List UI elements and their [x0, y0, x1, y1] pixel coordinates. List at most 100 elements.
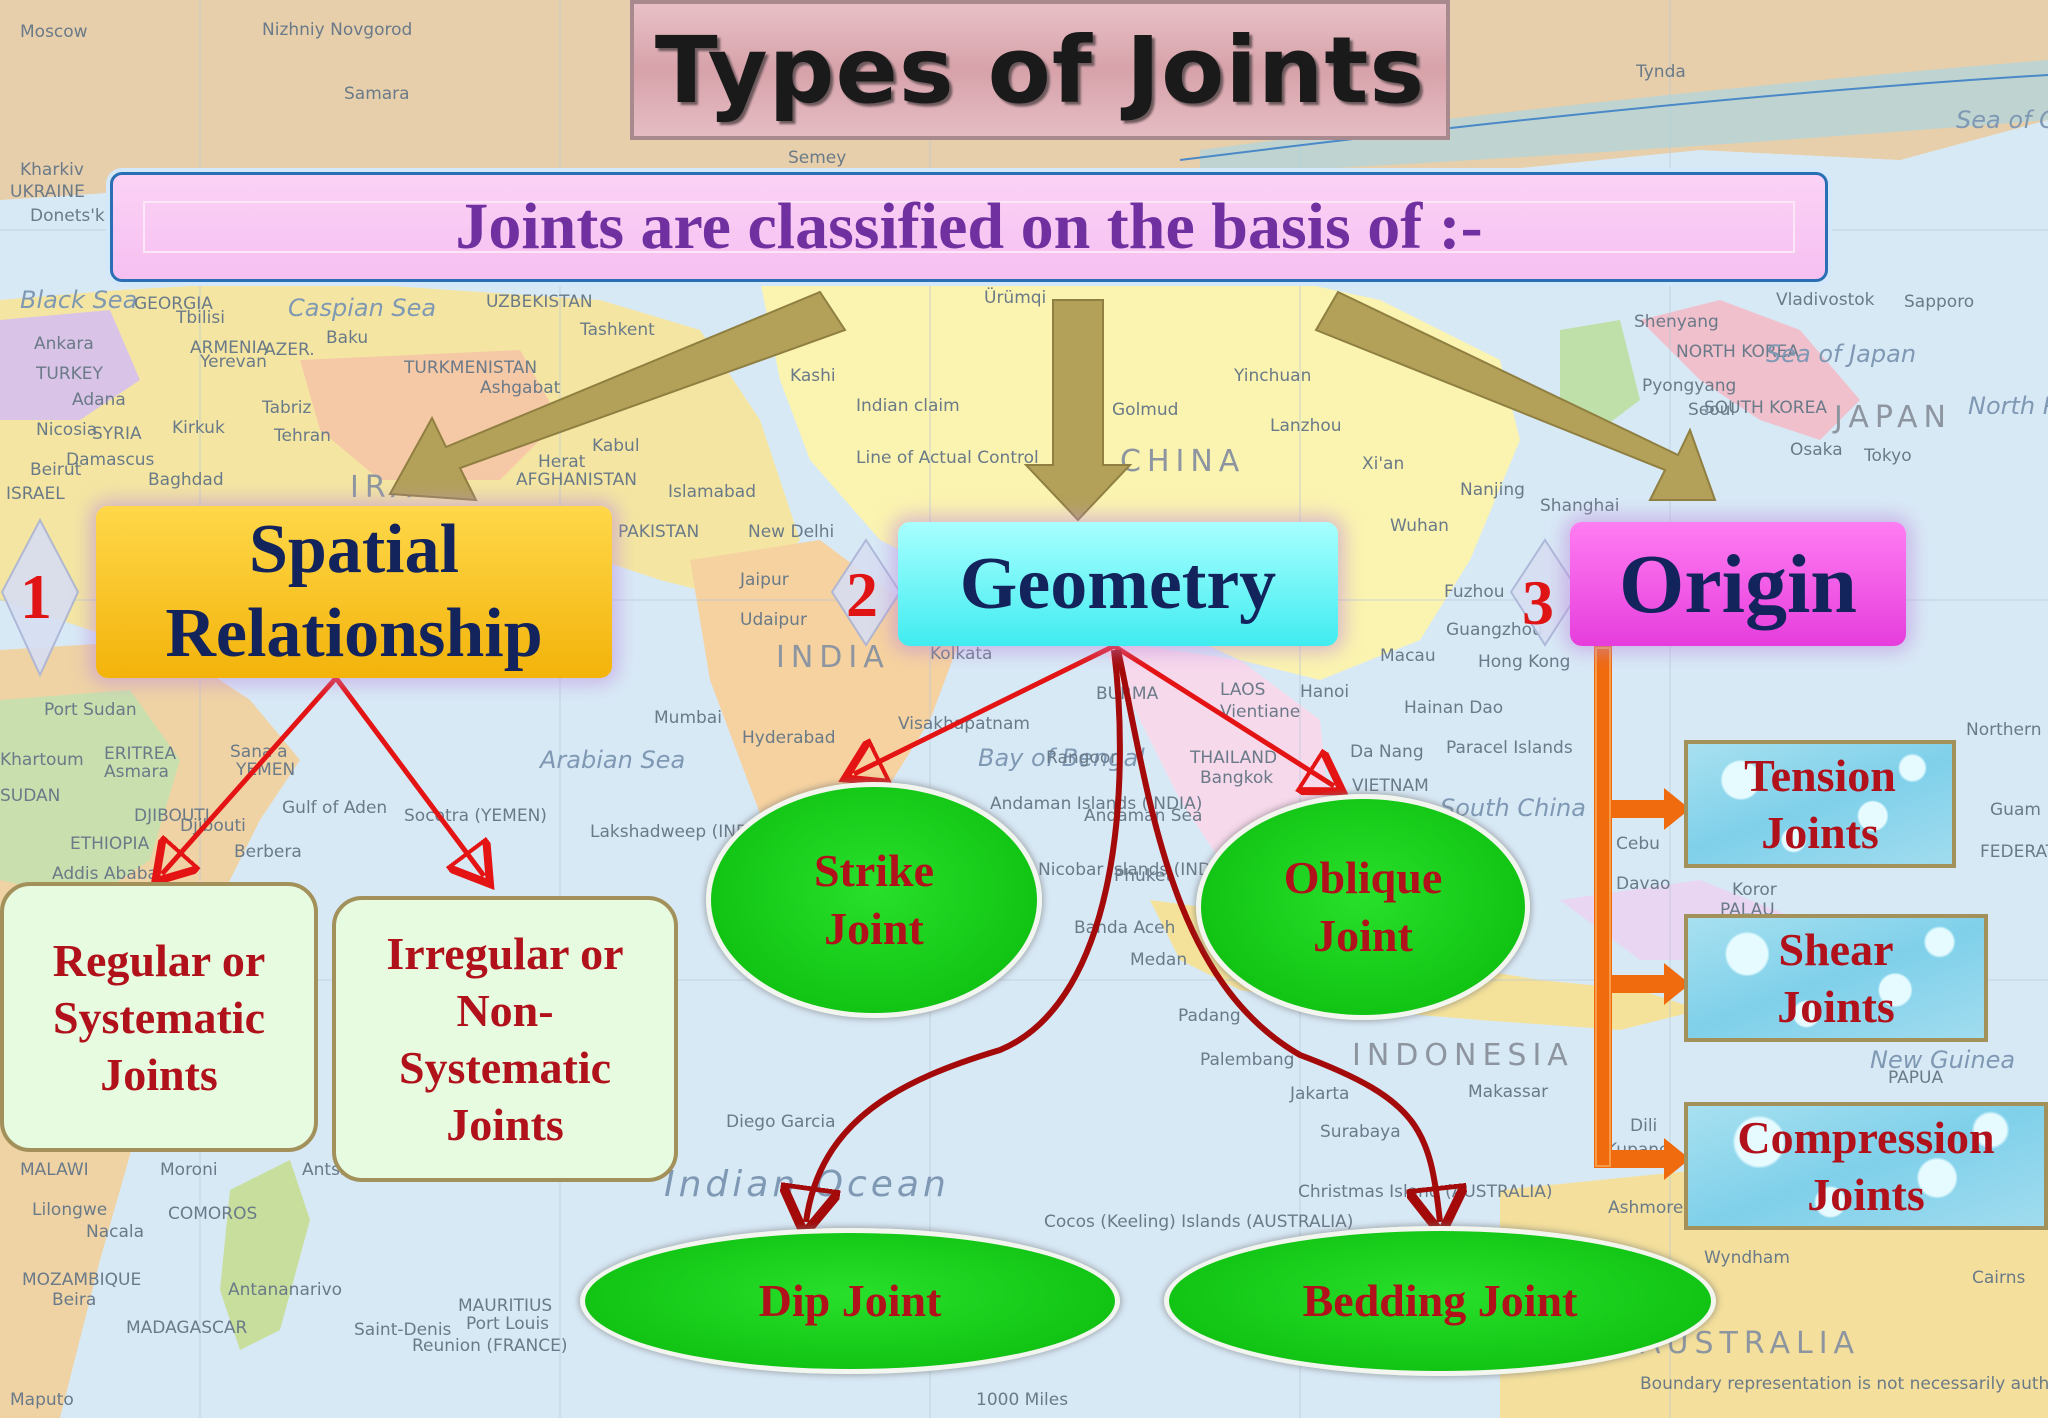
node-compression-joints: Compression Joints [1684, 1102, 2048, 1230]
map-label: Xi'an [1362, 454, 1405, 474]
map-label: Golmud [1112, 400, 1179, 420]
map-label: Tbilisi [176, 308, 225, 328]
node-label: Dip Joint [758, 1275, 942, 1326]
khaki-arrow-center [1023, 299, 1133, 522]
map-label: Jakarta [1290, 1084, 1350, 1104]
map-label: Baghdad [148, 470, 224, 490]
node-label: Bedding Joint [1302, 1275, 1578, 1326]
node-label-line: Joint [1313, 910, 1413, 961]
category-number-3: 3 [1522, 567, 1554, 638]
category-geometry: Geometry [898, 522, 1338, 646]
map-label: Beira [52, 1290, 97, 1310]
map-label: MADAGASCAR [126, 1318, 248, 1338]
map-label: Guam [1990, 800, 2041, 820]
map-label: INDONESIA [1352, 1038, 1574, 1073]
khaki-arrow-right [1314, 290, 1717, 501]
map-label: North Pacific Ocean [1968, 392, 2048, 420]
map-label: Indian claim [856, 396, 960, 416]
node-label-line: Systematic [398, 1042, 612, 1093]
category-spatial-relationship: Spatial Relationship [96, 506, 612, 678]
map-label: Surabaya [1320, 1122, 1401, 1142]
map-label: VIETNAM [1352, 776, 1429, 796]
map-label: Hong Kong [1478, 652, 1571, 672]
map-label: ERITREA [104, 744, 177, 764]
map-label: Udaipur [740, 610, 807, 630]
category-label-line: Relationship [165, 595, 543, 672]
map-label: MOZAMBIQUE [22, 1270, 142, 1290]
map-label: Fuzhou [1444, 582, 1505, 602]
node-label-line: Regular or [52, 934, 266, 986]
map-label: Nicobar Islands (INDIA) [1038, 860, 1235, 880]
node-bedding-joint: Bedding Joint [1164, 1226, 1716, 1376]
map-label: Jaipur [740, 570, 789, 590]
map-label: New Delhi [748, 522, 835, 542]
map-label: Maputo [10, 1390, 74, 1410]
map-label: Dili [1630, 1116, 1658, 1136]
node-label-line: Joints [100, 1048, 218, 1100]
node-label-line: Compression [1737, 1112, 1995, 1163]
map-label: AZER. [264, 340, 315, 360]
map-label: Macau [1380, 646, 1436, 666]
map-label: Lilongwe [32, 1200, 108, 1220]
title-banner: Types of Joints [630, 0, 1450, 140]
map-label: New Guinea [1870, 1046, 2016, 1074]
page-title: Types of Joints [654, 16, 1426, 124]
map-label: Baku [326, 328, 369, 348]
map-label: Antananarivo [228, 1280, 343, 1300]
map-label: 1000 Miles [976, 1390, 1069, 1410]
map-label: Paracel Islands [1446, 738, 1573, 758]
map-label: Phuket [1114, 866, 1173, 886]
map-label: Berbera [234, 842, 302, 862]
map-label: Wyndham [1704, 1248, 1790, 1268]
node-label-line: Joint [824, 903, 924, 954]
map-label: Davao [1616, 874, 1671, 894]
map-label: Koror [1732, 880, 1777, 900]
map-label: LAOS [1220, 680, 1266, 700]
map-label: UKRAINE [10, 182, 85, 202]
map-label: Nicosia [36, 420, 98, 440]
node-label-line: Joints [1777, 981, 1895, 1032]
map-label: Shanghai [1540, 496, 1620, 516]
map-label: Addis Ababa [52, 864, 158, 884]
map-label: Nacala [86, 1222, 145, 1242]
map-label: Tokyo [1864, 446, 1912, 466]
map-label: Saint-Denis [354, 1320, 452, 1340]
map-label: Herat [538, 452, 586, 472]
map-label: UZBEKISTAN [486, 292, 593, 312]
node-dip-joint: Dip Joint [580, 1228, 1120, 1374]
map-label: Cairns [1972, 1268, 2026, 1288]
node-label-line: Shear [1778, 924, 1894, 975]
map-label: Bangkok [1200, 768, 1274, 788]
category-origin: Origin [1570, 522, 1906, 646]
map-label: Diego Garcia [726, 1112, 836, 1132]
node-oblique-joint: Oblique Joint [1196, 794, 1530, 1020]
arrow-to-oblique [1112, 643, 1334, 786]
map-label: COMOROS [168, 1204, 258, 1224]
diamond-2 [830, 538, 902, 647]
map-label: Yinchuan [1234, 366, 1312, 386]
category-label: Origin [1618, 537, 1857, 631]
node-strike-joint: Strike Joint [706, 782, 1042, 1018]
map-label: Wuhan [1390, 516, 1449, 536]
map-label: ETHIOPIA [70, 834, 150, 854]
diamond-1 [0, 517, 80, 678]
map-label: Mumbai [654, 708, 722, 728]
map-label: MAURITIUS [458, 1296, 553, 1316]
map-label: Asmara [104, 762, 169, 782]
map-label: Guangzhou [1446, 620, 1543, 640]
map-label: CHINA [1120, 444, 1246, 479]
category-label: Geometry [959, 542, 1277, 625]
node-shear-joints: Shear Joints [1684, 914, 1988, 1042]
node-label-line: Joints [1761, 807, 1879, 858]
category-label-line: Spatial [248, 511, 460, 588]
map-label: JAPAN [1834, 400, 1952, 435]
map-label: Reunion (FRANCE) [412, 1336, 568, 1356]
map-label: Beirut [30, 460, 82, 480]
map-label: Padang [1178, 1006, 1241, 1026]
map-label: Ankara [34, 334, 94, 354]
map-label: Yerevan [200, 352, 267, 372]
map-label: ISRAEL [6, 484, 65, 504]
map-label: Hanoi [1300, 682, 1350, 702]
